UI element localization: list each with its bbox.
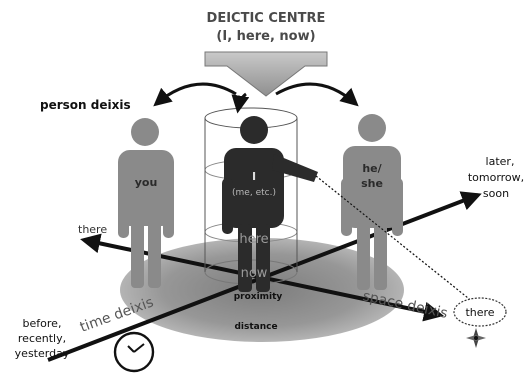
you-label: you (135, 176, 158, 189)
far-there-label: there (465, 306, 494, 319)
near-there-label: there (78, 223, 107, 236)
column-now-label: now (241, 266, 268, 281)
pointing-dotted-line (315, 175, 479, 307)
distance-label: distance (234, 322, 277, 332)
person-arrow-left (153, 82, 237, 107)
far-there-circle (453, 297, 507, 327)
past-label-3: yesterday (15, 347, 70, 360)
you-figure (118, 118, 174, 288)
future-label-2: tomorrow, (468, 171, 524, 184)
future-label-3: soon (483, 187, 509, 200)
she-label: she (361, 177, 383, 190)
deictic-cylinder (204, 107, 298, 285)
compass-icon (466, 328, 486, 348)
future-label-1: later, (486, 155, 515, 168)
deictic-centre-arrow (204, 51, 328, 97)
i-sub-label: (me, etc.) (232, 188, 276, 198)
he-label: he/ (362, 162, 382, 175)
person-arrow-right (275, 82, 359, 107)
deictic-centre-title: DEICTIC CENTRE (207, 11, 326, 26)
person-deixis-label: person deixis (40, 98, 131, 112)
column-here-label: here (239, 232, 268, 247)
past-label-1: before, (23, 317, 62, 330)
deictic-centre-subtitle: (I, here, now) (216, 29, 315, 44)
proximity-label: proximity (234, 292, 283, 302)
clock-icon (113, 331, 155, 373)
person-arrow-centre (231, 92, 250, 114)
i-figure (222, 116, 318, 292)
past-label-2: recently, (18, 332, 66, 345)
i-label: I (252, 170, 256, 183)
he-she-figure (341, 114, 403, 290)
